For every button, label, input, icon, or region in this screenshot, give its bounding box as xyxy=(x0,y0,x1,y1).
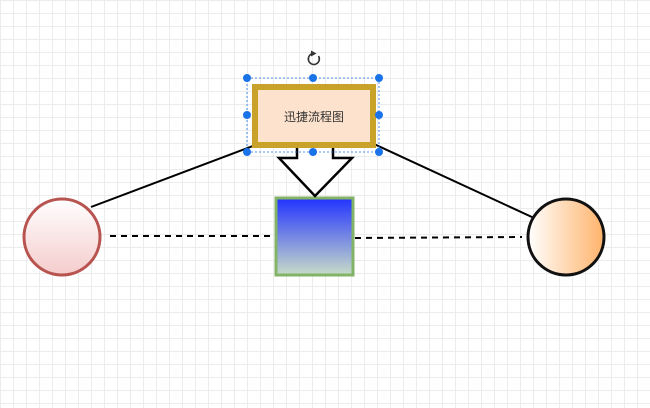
dashed-connector-right[interactable] xyxy=(354,236,523,239)
handle-top-right[interactable] xyxy=(375,74,383,82)
handle-top-left[interactable] xyxy=(243,74,251,82)
left-circle-node[interactable] xyxy=(22,197,102,277)
rotate-icon[interactable] xyxy=(307,50,321,66)
title-box-node[interactable] xyxy=(252,84,376,148)
connector-left-to-box[interactable] xyxy=(90,143,259,208)
handle-bottom-left[interactable] xyxy=(243,148,251,156)
handle-middle-left[interactable] xyxy=(243,111,251,119)
handle-bottom-right[interactable] xyxy=(375,148,383,156)
selection-handles[interactable] xyxy=(243,74,383,156)
connector-box-to-right[interactable] xyxy=(373,143,535,219)
right-circle-node[interactable] xyxy=(526,197,606,277)
handle-middle-right[interactable] xyxy=(375,111,383,119)
gradient-square-node[interactable] xyxy=(274,196,355,277)
handle-top-center[interactable] xyxy=(309,74,317,82)
handle-bottom-center[interactable] xyxy=(309,148,317,156)
